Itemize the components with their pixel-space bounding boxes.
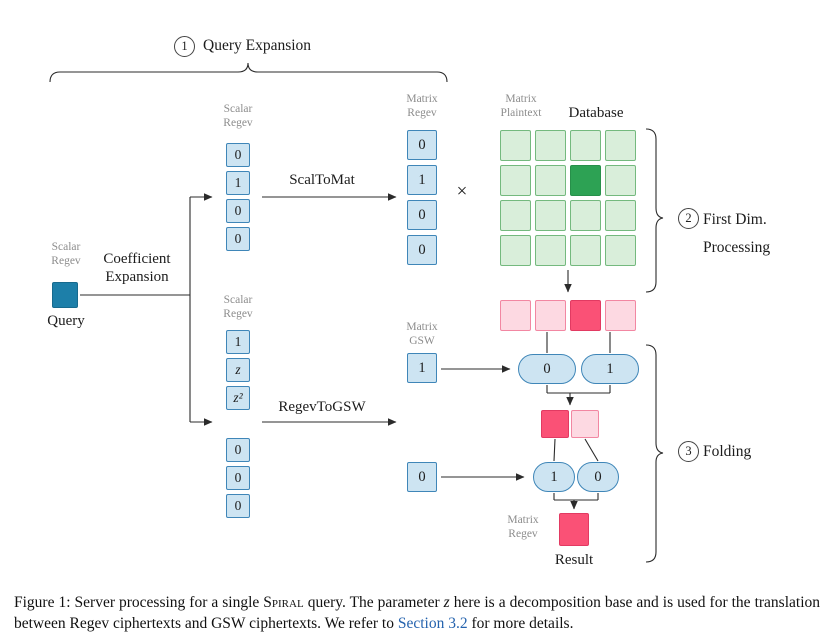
scalar-mid-box-2: z² <box>226 386 250 410</box>
output-cell <box>535 300 566 331</box>
query-label: Query <box>47 313 85 329</box>
first-dim-output-row <box>500 300 636 331</box>
scalar-top-box-0: 0 <box>226 143 250 167</box>
output-cell <box>500 300 531 331</box>
db-cell <box>605 130 636 161</box>
matrix-gsw-label: Matrix GSW <box>406 321 438 347</box>
query-ciphertext-box <box>52 282 78 308</box>
matrix-regev-box-1: 1 <box>407 165 437 195</box>
regev-to-gsw-label: RegevToGSW <box>278 399 366 415</box>
scalar-bottom-box-0: 0 <box>226 438 250 462</box>
caption-middle: query. The parameter <box>303 594 444 611</box>
scalar-mid-box-0: 1 <box>226 330 250 354</box>
gsw-box-1: 1 <box>407 353 437 383</box>
folding-intermediate-highlighted <box>541 410 569 438</box>
db-cell-highlighted <box>570 165 601 196</box>
scalar-bottom-box-2: 0 <box>226 494 250 518</box>
multiply-symbol: × <box>456 181 468 202</box>
db-cell <box>570 200 601 231</box>
step2-label: First Dim. Processing <box>703 211 771 256</box>
matrix-regev-box-3: 0 <box>407 235 437 265</box>
caption-spiral: Spiral <box>263 594 304 611</box>
caption-prefix: Figure 1: Server processing for a single <box>14 594 264 611</box>
db-cell <box>500 235 531 266</box>
matrix-regev-label: Matrix Regev <box>406 93 438 119</box>
db-cell <box>605 165 636 196</box>
figure-caption: Figure 1: Server processing for a single… <box>14 592 820 635</box>
gsw-box-2: 0 <box>407 462 437 492</box>
scalar-top-box-3: 0 <box>226 227 250 251</box>
result-box <box>559 513 589 546</box>
caption-suffix: for more details. <box>467 615 574 633</box>
query-type-label: Scalar Regev <box>51 241 81 267</box>
db-cell <box>500 200 531 231</box>
caption-variable-z: z <box>443 594 450 611</box>
scalar-regev-mid-label: Scalar Regev <box>223 294 253 320</box>
step3-number-badge: 3 <box>678 441 699 462</box>
scal-to-mat-label: ScalToMat <box>289 172 355 188</box>
scalar-regev-top-label: Scalar Regev <box>223 103 253 129</box>
database-grid <box>500 130 636 266</box>
step3-label: Folding <box>703 443 752 460</box>
db-cell <box>605 200 636 231</box>
folding-pill-row1-1: 1 <box>581 354 639 384</box>
scalar-top-box-1: 1 <box>226 171 250 195</box>
db-cell <box>570 235 601 266</box>
folding-pill-row2-0: 1 <box>533 462 575 492</box>
db-cell <box>535 165 566 196</box>
db-cell <box>500 165 531 196</box>
matrix-regev-box-0: 0 <box>407 130 437 160</box>
scalar-top-box-2: 0 <box>226 199 250 223</box>
db-cell <box>535 200 566 231</box>
caption-body: here is a decomposition base and is used… <box>14 594 820 633</box>
coefficient-expansion-label: Coefficient Expansion <box>103 251 171 285</box>
folding-pill-row1-0: 0 <box>518 354 576 384</box>
matrix-plaintext-label: Matrix Plaintext <box>500 93 542 119</box>
step1-label: Query Expansion <box>203 37 312 54</box>
scalar-bottom-box-1: 0 <box>226 466 250 490</box>
step1-number-badge: 1 <box>174 36 195 57</box>
folding-pill-row2-1: 0 <box>577 462 619 492</box>
step2-number-badge: 2 <box>678 208 699 229</box>
scalar-mid-box-1: z <box>226 358 250 382</box>
db-cell <box>500 130 531 161</box>
folding-intermediate <box>571 410 599 438</box>
db-cell <box>535 130 566 161</box>
db-cell <box>605 235 636 266</box>
result-type-label: Matrix Regev <box>507 514 539 540</box>
db-cell <box>570 130 601 161</box>
output-cell <box>605 300 636 331</box>
matrix-regev-box-2: 0 <box>407 200 437 230</box>
result-label: Result <box>554 552 594 568</box>
output-cell-highlighted <box>570 300 601 331</box>
db-cell <box>535 235 566 266</box>
database-label: Database <box>568 105 624 121</box>
section-3-2-link[interactable]: Section 3.2 <box>397 615 468 633</box>
